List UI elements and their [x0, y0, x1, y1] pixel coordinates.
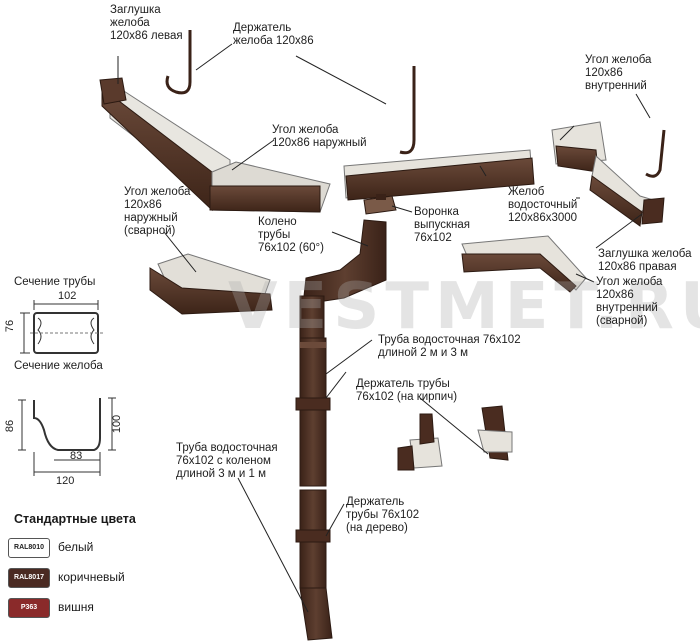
gutter-holder-part: [165, 30, 666, 178]
pipe-middle-part: [295, 337, 331, 487]
label-funnel: Воронка выпускная 76x102: [414, 206, 470, 244]
label-pipe-holder-brick: Держатель трубы 76x102 (на кирпич): [356, 378, 458, 403]
pipe-holder-brick-part: [409, 405, 513, 469]
pipe-lower-part: [295, 489, 333, 641]
pipe-section-title: Сечение трубы: [14, 276, 96, 288]
watermark: VESTMET.RU: [228, 270, 700, 344]
color-code-cherry: P363: [20, 604, 38, 611]
gutter-section-title: Сечение желоба: [14, 360, 103, 372]
gutter-section-height-right: 100: [111, 414, 124, 434]
gutter-section-outer-width: 120: [56, 475, 75, 487]
label-corner-inner-welded: Угол желоба 120x86 внутренний (сварной): [596, 276, 663, 327]
gutter-straight-part: [343, 149, 535, 201]
funnel-part: [363, 194, 397, 215]
corner-inner-top-part: [551, 121, 665, 227]
gutter-section-inner-width: 83: [70, 450, 83, 462]
label-gutter: Желоб водосточный 120x86x3000: [508, 186, 578, 224]
color-name-brown: коричневый: [58, 570, 125, 584]
gutter-section-height-left: 86: [4, 419, 17, 433]
label-pipe-holder-wood: Держатель трубы 76x102 (на дерево): [346, 496, 420, 534]
gutter-section-drawing: [18, 397, 116, 476]
color-code-white: RAL8010: [14, 544, 44, 551]
endcap-left-part: [99, 77, 127, 105]
color-code-brown: RAL8017: [14, 574, 44, 581]
label-gutter-holder: Держатель желоба 120x86: [233, 22, 314, 47]
corner-outer-welded-part: [149, 253, 273, 315]
color-swatch-cherry: P363: [8, 598, 50, 618]
label-corner-inner-top: Угол желоба 120x86 внутренний: [585, 54, 652, 92]
color-name-cherry: вишня: [58, 600, 94, 614]
color-swatch-white: RAL8010: [8, 538, 50, 558]
colors-title: Стандартные цвета: [14, 512, 136, 526]
pipe-clamp-part: [295, 397, 331, 411]
endcap-right-part: [641, 197, 665, 225]
pipe-section-width: 102: [58, 290, 77, 302]
label-elbow: Колено трубы 76x102 (60°): [258, 216, 324, 254]
label-pipe-with-elbow: Труба водосточная 76x102 с коленом длино…: [176, 442, 278, 480]
pipe-section-height: 76: [4, 319, 17, 333]
label-corner-outer-welded: Угол желоба 120x86 наружный (сварной): [124, 186, 191, 237]
label-endcap-left: Заглушка желоба 120x86 левая: [110, 4, 183, 42]
color-name-white: белый: [58, 540, 94, 554]
label-pipe: Труба водосточная 76x102 длиной 2 м и 3 …: [378, 334, 521, 359]
gutter-left-assembly: [99, 77, 331, 213]
corner-inner-welded-part: [461, 235, 587, 293]
pipe-holder-wood-part: [397, 445, 415, 471]
pipe-section-drawing: [20, 300, 104, 354]
leader-lines: [117, 43, 651, 613]
label-corner-outer: Угол желоба 120x86 наружный: [272, 124, 367, 149]
color-swatch-brown: RAL8017: [8, 568, 50, 588]
label-endcap-right: Заглушка желоба 120x86 правая: [598, 248, 692, 273]
